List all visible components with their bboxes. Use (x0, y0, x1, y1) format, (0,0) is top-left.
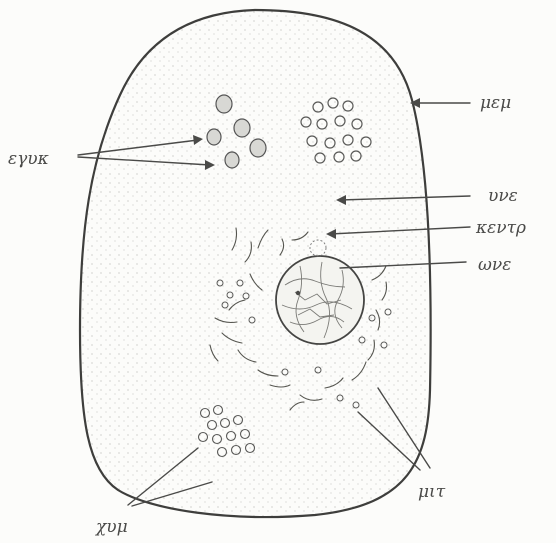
label-membrane-text: μεμ (480, 93, 511, 113)
label-nucleus-text: ωνε (478, 255, 511, 275)
label-centrosome-text: κεντρ (475, 218, 526, 238)
label-chondriome-text: χυμ (95, 517, 128, 537)
nucleus (276, 256, 364, 344)
label-cytoplasm-text: υνε (488, 186, 518, 206)
label-mitochondria-text: μιτ (418, 482, 446, 502)
label-inclusions-text: εγυκ (8, 149, 49, 169)
label-membrane: μεμ (410, 93, 511, 113)
cell-membrane (80, 10, 431, 517)
